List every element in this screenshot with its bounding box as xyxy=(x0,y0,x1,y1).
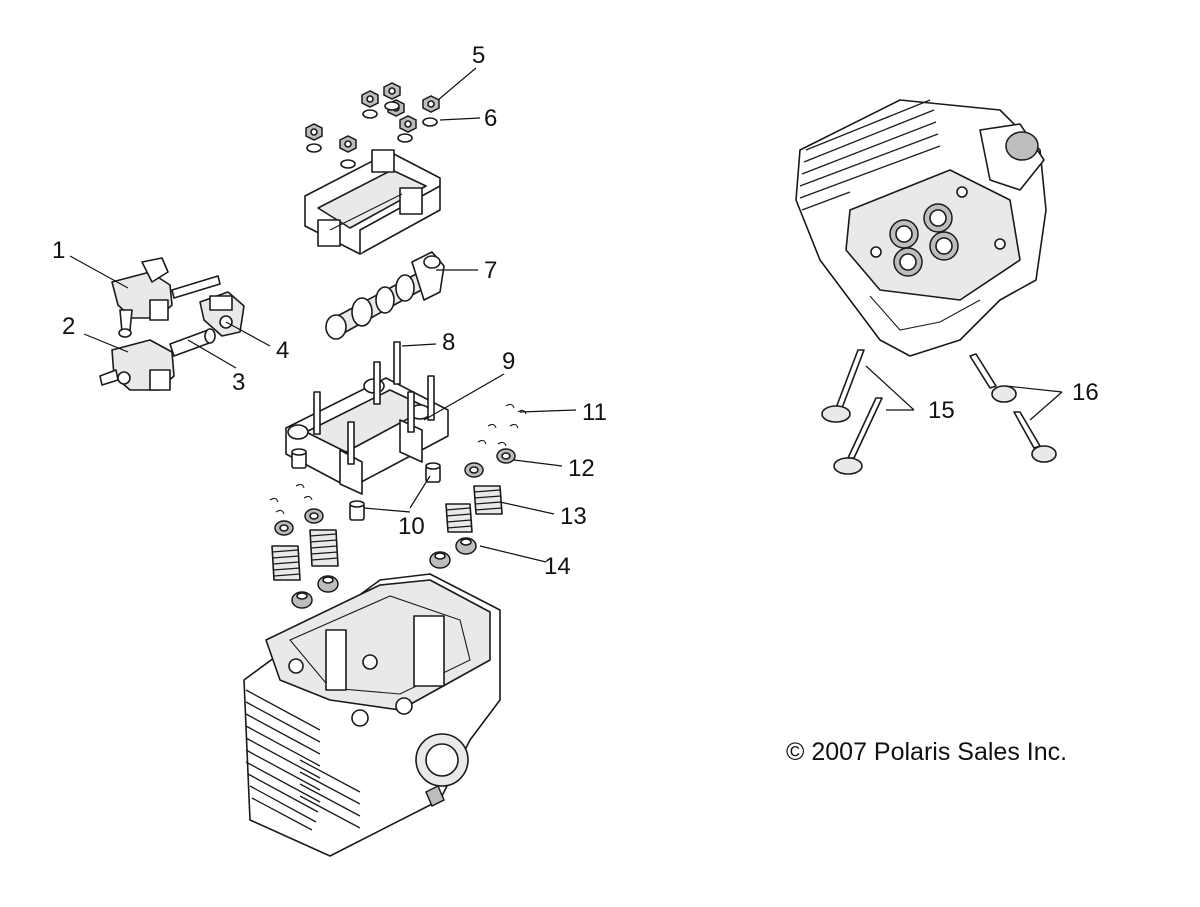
cam-bearing-cap xyxy=(304,149,441,255)
cooling-fins xyxy=(799,99,941,211)
cooling-fins xyxy=(245,689,361,831)
callout-5: 5 xyxy=(472,42,485,69)
nuts-and-washers xyxy=(305,82,440,169)
exhaust-valves xyxy=(969,353,1057,463)
rocker-arm-right xyxy=(199,291,245,337)
callout-numbers: 1 2 3 4 5 6 7 8 9 10 11 12 13 14 15 16 xyxy=(52,42,1099,580)
cylinder-head-combustion-view xyxy=(795,99,1047,357)
valve-spring xyxy=(445,503,473,533)
camshaft xyxy=(325,251,445,340)
callout-15: 15 xyxy=(928,397,955,424)
valve-spring xyxy=(473,485,503,515)
intake-valves xyxy=(821,349,883,475)
dowel-pins xyxy=(291,448,441,521)
callout-11: 11 xyxy=(582,399,607,426)
callout-3: 3 xyxy=(232,369,245,396)
rocker-arm-lower xyxy=(99,339,175,391)
cam-carrier-with-studs xyxy=(285,341,449,495)
callout-13: 13 xyxy=(560,503,587,530)
valve-train-left-set xyxy=(269,483,339,609)
callout-6: 6 xyxy=(484,105,497,132)
callout-4: 4 xyxy=(276,337,289,364)
callout-1: 1 xyxy=(52,237,65,264)
callout-12: 12 xyxy=(568,455,595,482)
valve-spring xyxy=(271,545,301,581)
leader-lines xyxy=(69,67,1063,563)
valve-train-right-set xyxy=(429,403,527,569)
callout-16: 16 xyxy=(1072,379,1099,406)
valve-spring xyxy=(309,529,339,567)
copyright-notice: © 2007 Polaris Sales Inc. xyxy=(786,738,1067,766)
callout-10: 10 xyxy=(398,513,425,540)
rocker-arm-upper xyxy=(111,257,221,338)
callout-2: 2 xyxy=(62,313,75,340)
cylinder-head-top-view xyxy=(243,573,501,857)
valve-ports xyxy=(889,203,959,277)
callout-9: 9 xyxy=(502,348,515,375)
callout-7: 7 xyxy=(484,257,497,284)
callout-8: 8 xyxy=(442,329,455,356)
rocker-shaft xyxy=(169,328,216,357)
callout-14: 14 xyxy=(544,553,571,580)
